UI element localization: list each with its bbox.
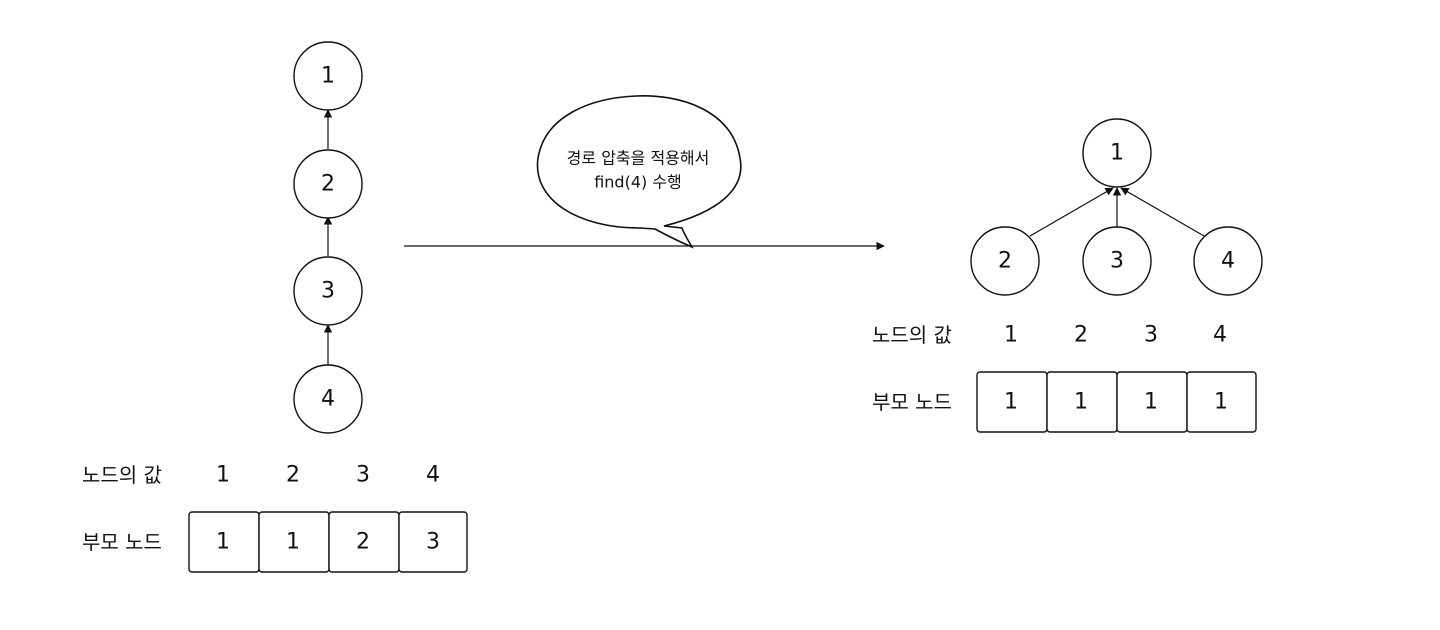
before-value-4: 4 [426,463,440,488]
speech-bubble-line-2: find(4) 수행 [594,173,682,192]
after-node-2-label: 2 [998,249,1012,274]
after-node-2: 2 [970,226,1040,296]
after-parent-cell-4 [1186,371,1257,433]
before-parent-3: 2 [356,530,370,555]
before-node-2-label: 2 [321,172,335,197]
edge-4-to-1-after [1120,187,1205,237]
before-parent-4: 3 [426,530,440,555]
after-parent-3: 1 [1144,390,1158,415]
before-node-1: 1 [293,41,363,111]
after-parent-2: 1 [1074,390,1088,415]
before-table: 노드의 값 1 2 3 4 부모 노드 1 1 2 3 [82,463,468,573]
after-parent-4: 1 [1214,390,1228,415]
before-node-4: 4 [293,364,363,434]
speech-bubble-shape [536,95,742,249]
before-value-row-label: 노드의 값 [82,463,162,487]
after-node-4-label: 4 [1221,249,1235,274]
before-parent-cell-4 [398,511,468,573]
after-node-3: 3 [1082,226,1152,296]
after-tree: 1 2 3 4 [970,118,1263,296]
after-parent-1: 1 [1004,390,1018,415]
after-value-4: 4 [1213,323,1227,348]
before-value-2: 2 [286,463,300,488]
after-node-3-label: 3 [1110,249,1124,274]
before-node-4-label: 4 [321,387,335,412]
after-value-1: 1 [1004,323,1018,348]
before-node-3-label: 3 [321,279,335,304]
after-node-1: 1 [1082,118,1152,188]
before-value-3: 3 [356,463,370,488]
edge-2-to-1-after [1029,187,1114,237]
before-parent-1: 1 [216,530,230,555]
before-parent-row-label: 부모 노드 [82,530,162,554]
after-value-row-label: 노드의 값 [872,323,952,347]
after-node-4: 4 [1193,226,1263,296]
before-parent-2: 1 [286,530,300,555]
before-tree: 1 2 3 4 [293,41,363,434]
after-node-1-label: 1 [1110,141,1124,166]
before-node-1-label: 1 [321,64,335,89]
after-parent-row-label: 부모 노드 [872,390,952,414]
before-node-3: 3 [293,256,363,326]
after-value-3: 3 [1144,323,1158,348]
speech-bubble-line-1: 경로 압축을 적용해서 [567,149,710,168]
after-value-2: 2 [1074,323,1088,348]
before-value-1: 1 [216,463,230,488]
speech-bubble: 경로 압축을 적용해서 find(4) 수행 [536,95,742,249]
before-node-2: 2 [293,149,363,219]
after-table: 노드의 값 1 2 3 4 부모 노드 1 1 1 1 [872,323,1257,433]
